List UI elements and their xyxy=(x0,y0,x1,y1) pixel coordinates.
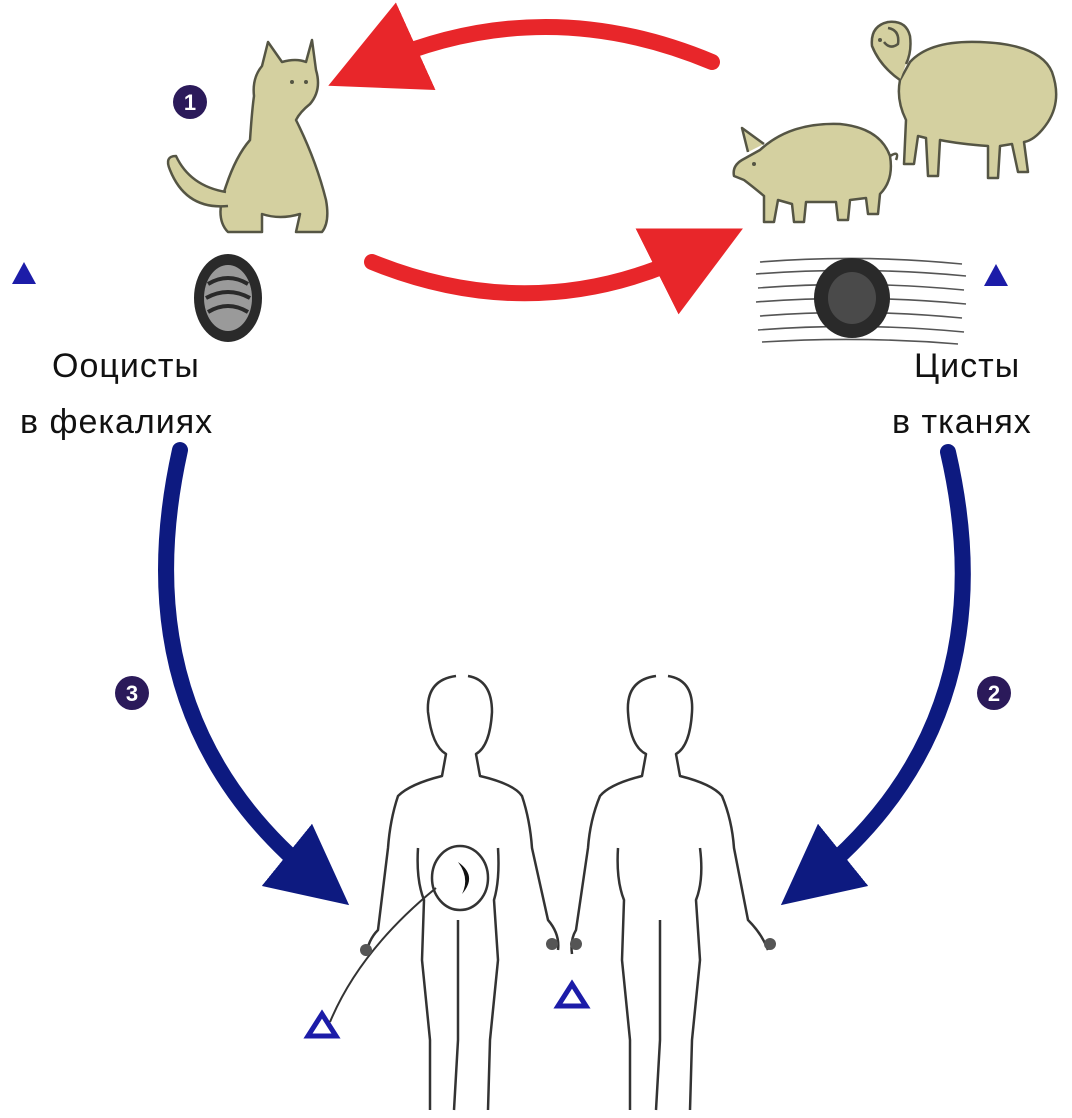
svg-text:1: 1 xyxy=(184,90,196,115)
tissue-cyst-icon xyxy=(756,258,966,344)
svg-text:3: 3 xyxy=(126,681,138,706)
oocyst-icon xyxy=(194,254,262,342)
step-3-badge: 3 xyxy=(115,676,149,710)
blue-arrow-cysts-to-human xyxy=(812,452,963,880)
cysts-label-line2: в тканях xyxy=(892,402,1032,442)
cysts-label-line1: Цисты xyxy=(914,346,1020,386)
human-figure-icon xyxy=(330,676,776,1110)
sheep-icon xyxy=(872,22,1056,178)
red-arrow-to-cat xyxy=(372,27,712,66)
oocysts-label-line1: Ооцисты xyxy=(52,346,200,386)
red-arrow-to-livestock xyxy=(372,250,700,293)
cat-icon xyxy=(168,40,327,232)
step-2-badge: 2 xyxy=(977,676,1011,710)
step-1-badge: 1 xyxy=(173,85,207,119)
svg-text:2: 2 xyxy=(988,681,1000,706)
pig-icon xyxy=(734,124,897,222)
oocysts-label-line2: в фекалиях xyxy=(20,402,213,442)
blue-arrow-oocysts-to-human xyxy=(166,450,318,880)
